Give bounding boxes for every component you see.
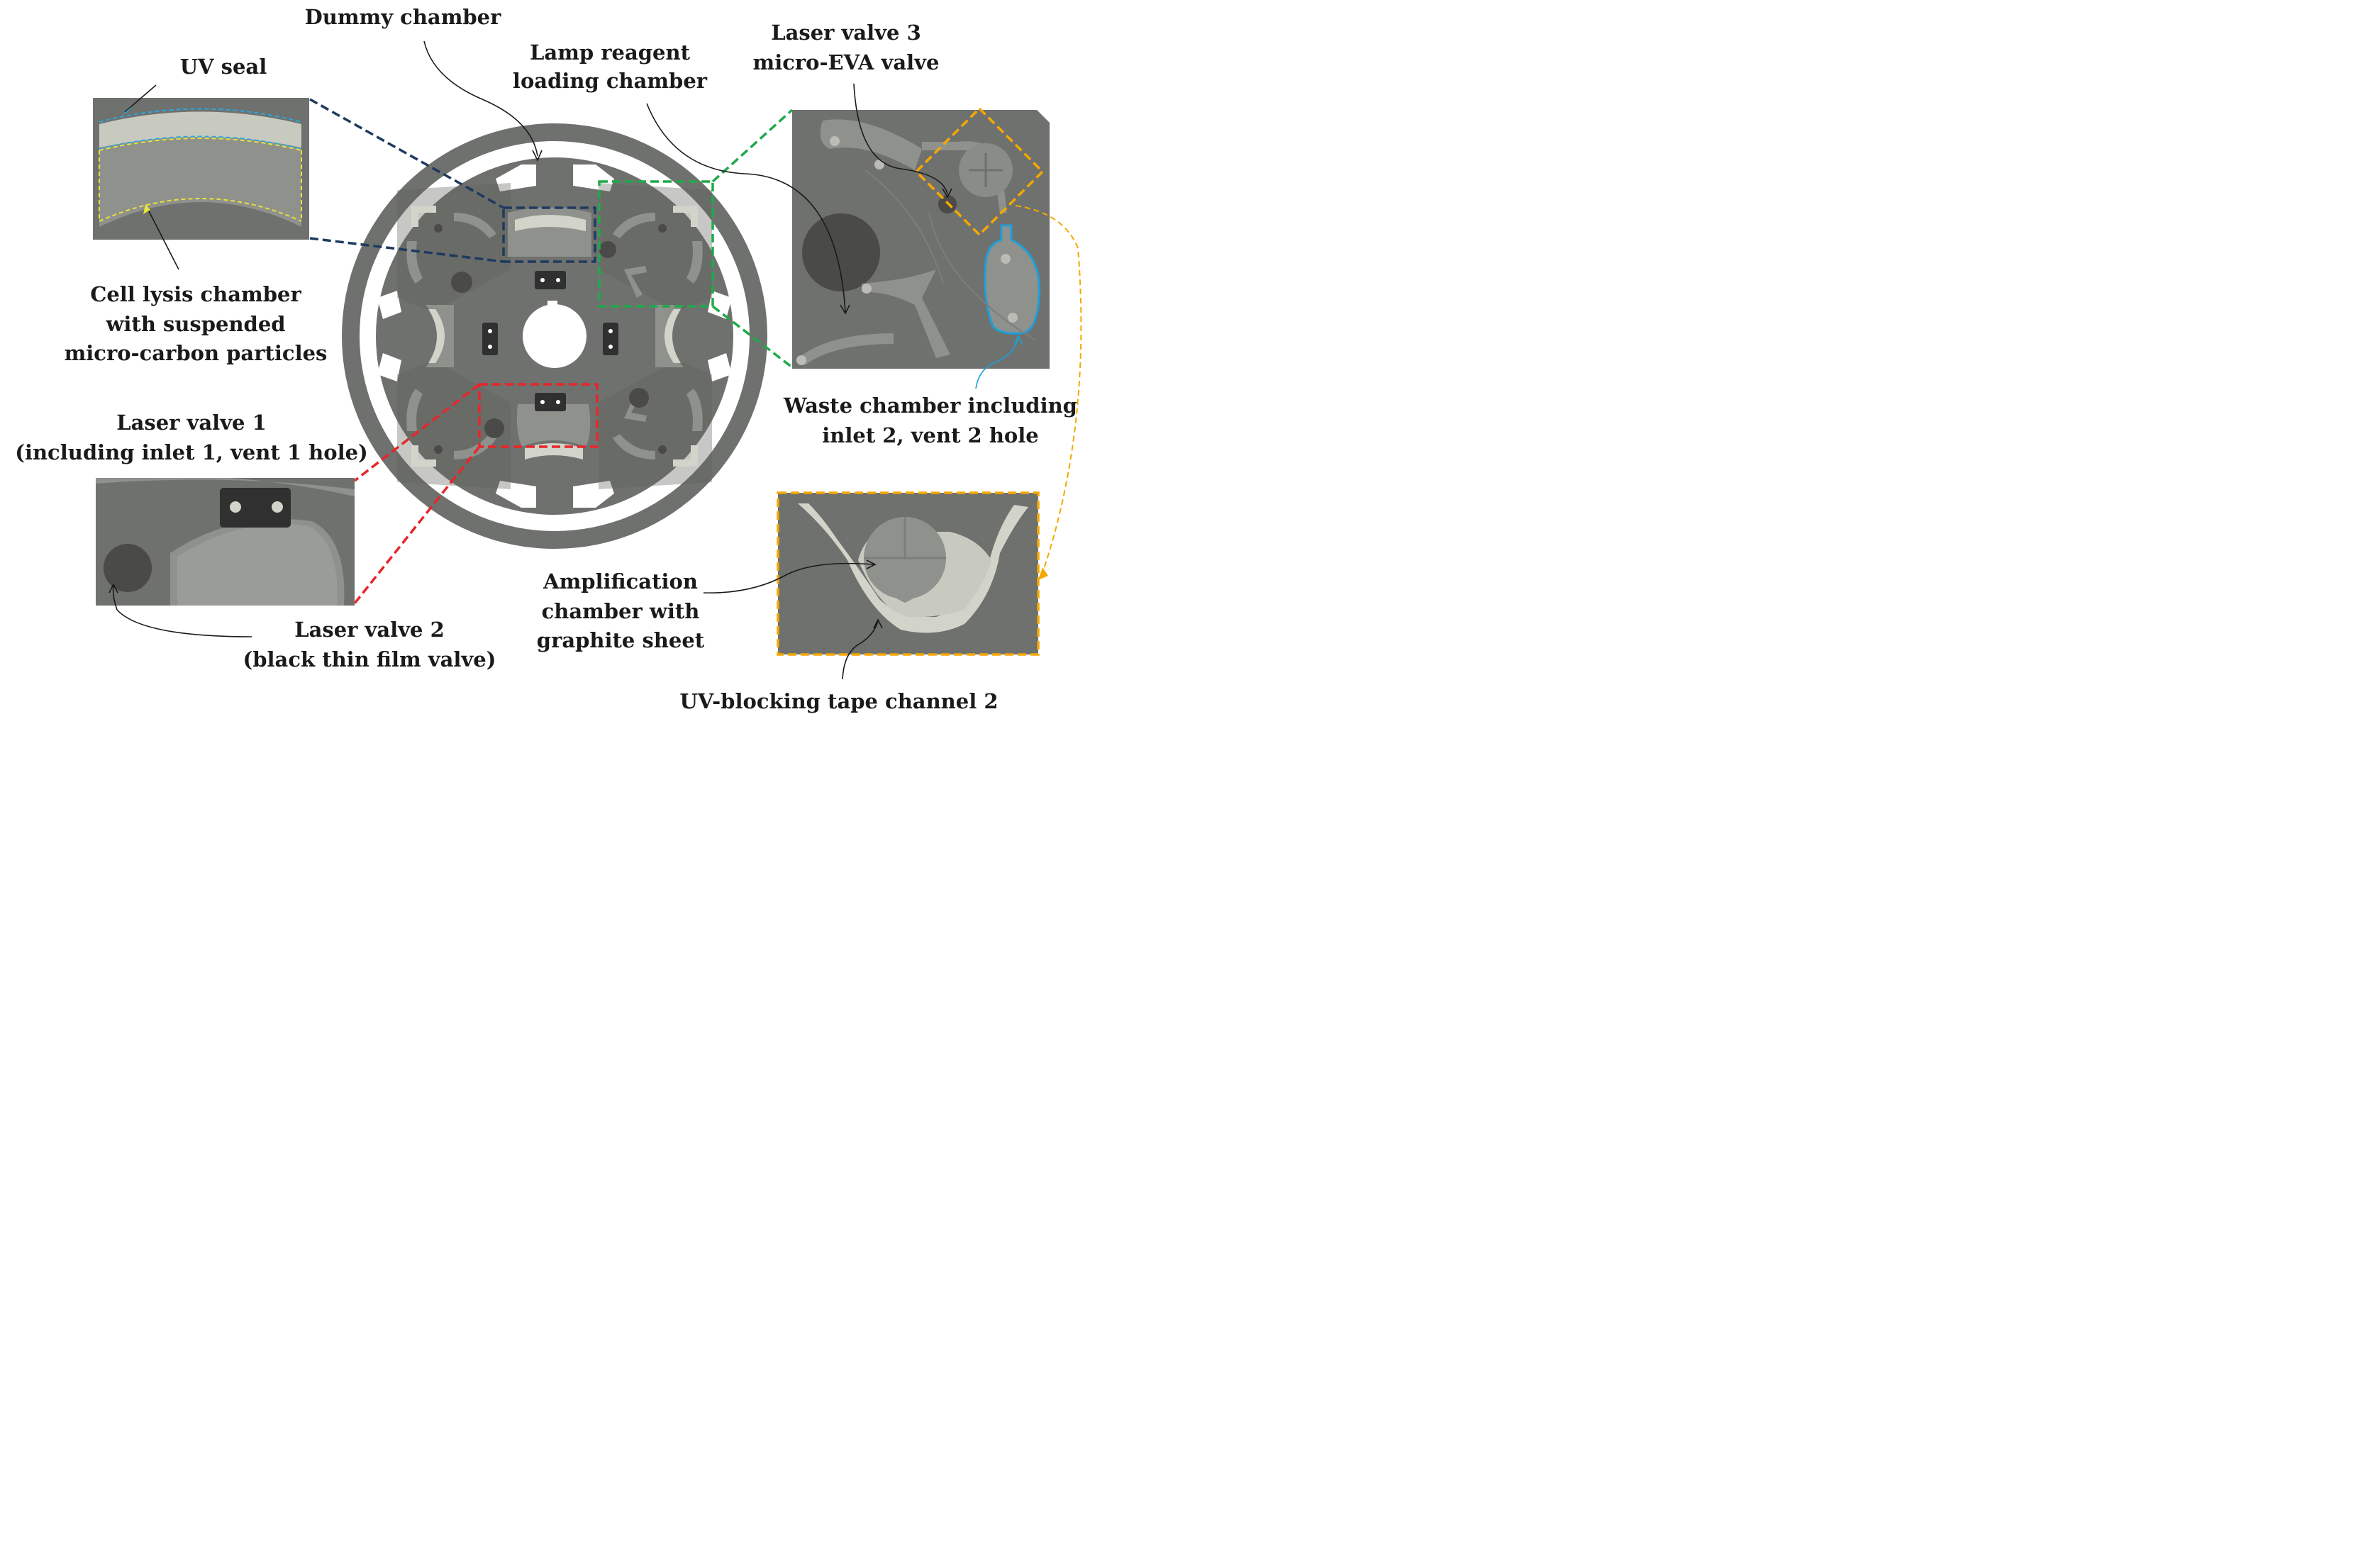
label-dummy-chamber: Dummy chamber: [305, 5, 501, 29]
microfluidic-disc-diagram: Dummy chamber UV seal Lamp reagent loadi…: [15, 5, 1082, 713]
label-waste-1: Waste chamber including: [783, 394, 1077, 418]
label-lamp-reagent-1: Lamp reagent: [530, 40, 691, 65]
red-callout-box: [478, 383, 599, 448]
label-uv-seal: UV seal: [180, 55, 267, 79]
label-cell-lysis-3: micro-carbon particles: [65, 341, 328, 365]
navy-callout-box: [502, 206, 596, 263]
label-laser-valve2-2: (black thin film valve): [243, 647, 496, 671]
label-laser-valve1-2: (including inlet 1, vent 1 hole): [15, 440, 368, 464]
label-uv-blocking-tape: UV-blocking tape channel 2: [679, 689, 998, 713]
label-cell-lysis-2: with suspended: [105, 312, 285, 336]
label-laser-valve3-2: micro-EVA valve: [753, 50, 940, 74]
label-lamp-reagent-2: loading chamber: [513, 69, 708, 93]
label-waste-2: inlet 2, vent 2 hole: [822, 423, 1038, 447]
valve3-orange-diamond: [914, 106, 1045, 237]
label-amplification-3: graphite sheet: [537, 628, 705, 652]
label-laser-valve1-1: Laser valve 1: [116, 411, 267, 435]
uv-seal-zoom-panel: [93, 98, 309, 240]
label-amplification-1: Amplification: [543, 569, 698, 593]
label-amplification-2: chamber with: [542, 599, 700, 623]
laser-valve1-zoom-panel: [96, 478, 355, 606]
amplification-zoom-panel: [778, 493, 1038, 654]
disc: [342, 123, 767, 549]
label-cell-lysis-1: Cell lysis chamber: [90, 282, 301, 306]
amplification-orange-box: [777, 491, 1040, 656]
green-callout-box: [598, 180, 714, 308]
label-laser-valve2-1: Laser valve 2: [294, 618, 445, 642]
valve3-zoom-panel: [792, 110, 1050, 369]
label-laser-valve3-1: Laser valve 3: [771, 21, 921, 45]
